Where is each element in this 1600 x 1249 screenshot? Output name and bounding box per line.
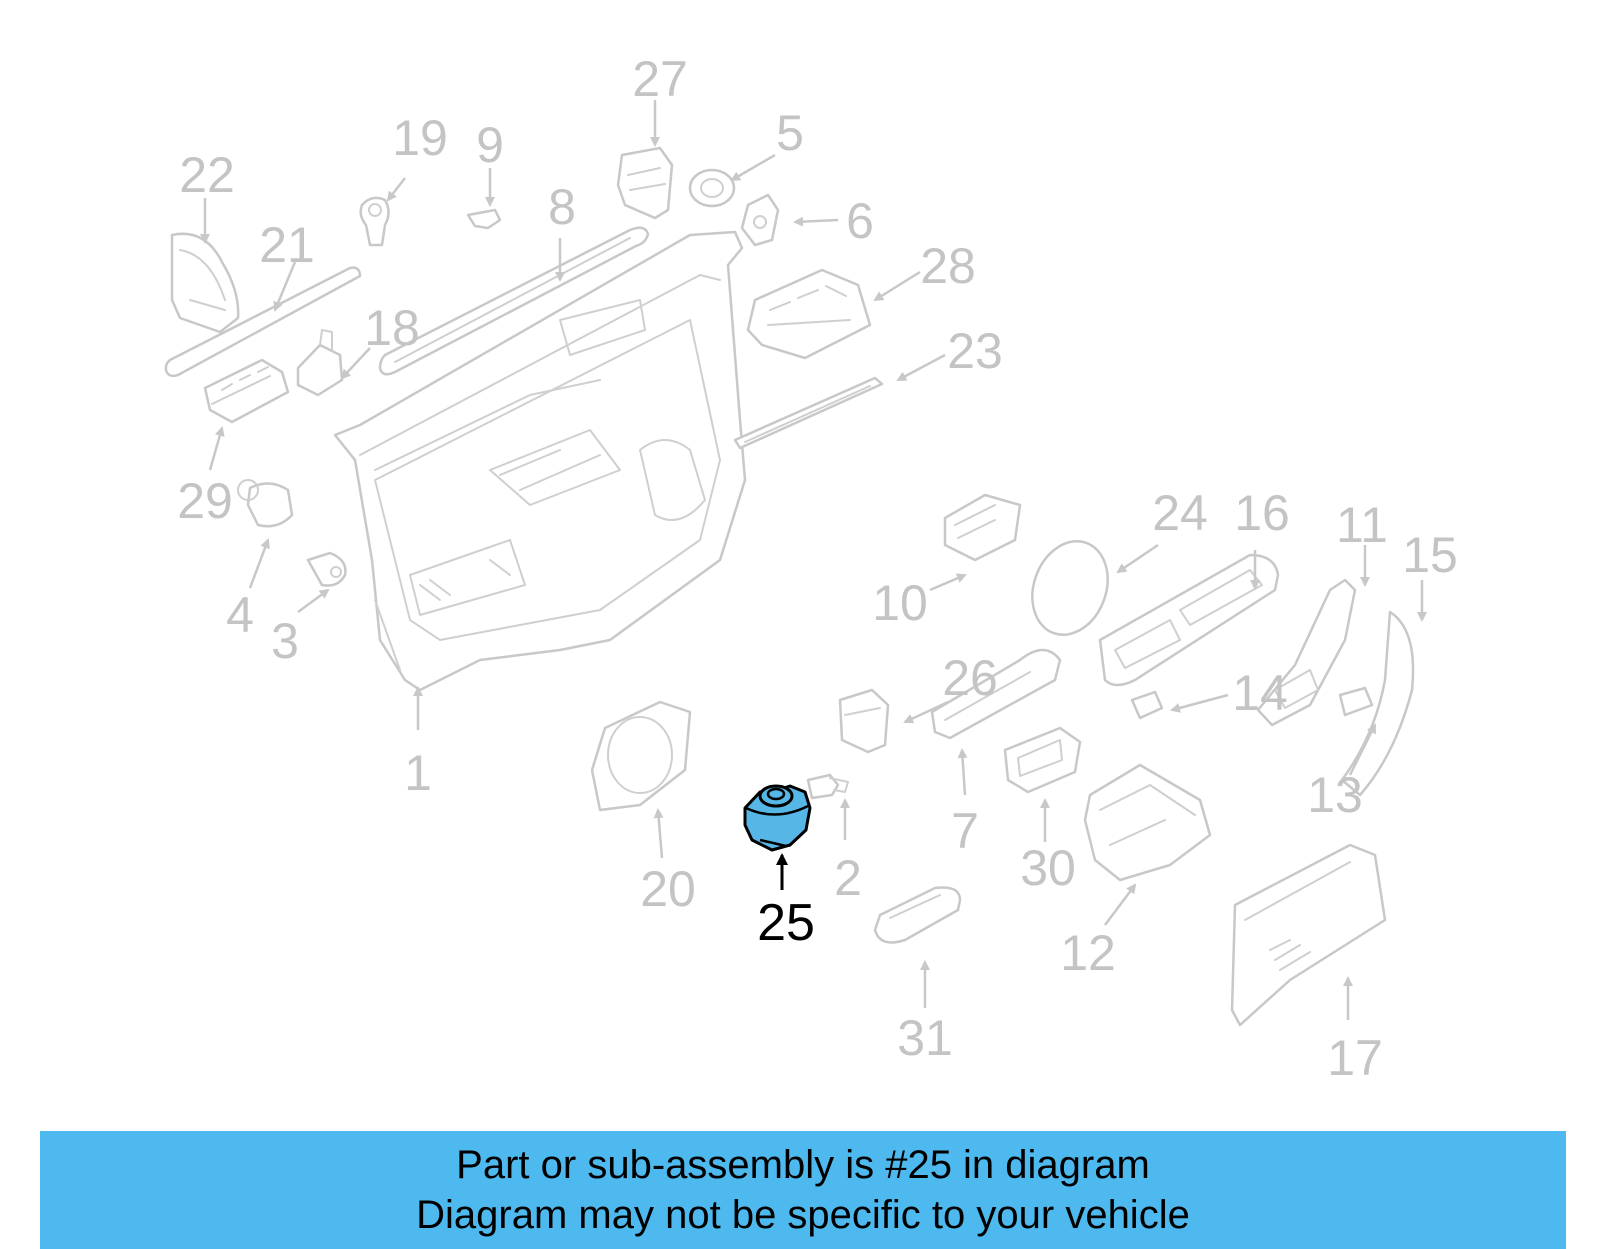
callout-12: 12 — [1060, 883, 1137, 981]
svg-text:7: 7 — [951, 803, 979, 859]
part-1-door-trim-panel — [333, 230, 747, 692]
callout-5: 5 — [730, 105, 804, 182]
part-22-corner-trim — [170, 232, 240, 334]
part-27-switch — [616, 146, 674, 220]
svg-text:4: 4 — [226, 587, 254, 643]
svg-text:10: 10 — [872, 575, 928, 631]
svg-text:9: 9 — [476, 117, 504, 173]
callout-29: 29 — [177, 426, 233, 529]
part-6-clip — [740, 193, 780, 247]
part-10-bracket — [943, 493, 1022, 562]
svg-text:20: 20 — [640, 861, 696, 917]
callout-27: 27 — [632, 51, 688, 147]
part-29-switch-panel — [203, 358, 290, 424]
callout-1: 1 — [404, 686, 432, 801]
part-20-speaker-adapter — [590, 700, 692, 812]
part-26-switch — [838, 688, 890, 754]
callout-28: 28 — [873, 238, 976, 302]
svg-text:28: 28 — [920, 238, 976, 294]
svg-text:5: 5 — [776, 105, 804, 161]
part-19-fastener — [359, 196, 390, 247]
part-24-ring — [1031, 539, 1109, 637]
part-4-bracket — [237, 479, 294, 528]
svg-text:1: 1 — [404, 745, 432, 801]
svg-text:21: 21 — [259, 217, 315, 273]
part-11-handle-trim — [1256, 578, 1357, 727]
callout-15: 15 — [1402, 527, 1458, 622]
svg-text:13: 13 — [1307, 767, 1363, 823]
part-2-screw — [806, 773, 849, 800]
svg-text:19: 19 — [392, 110, 448, 166]
callout-2: 2 — [834, 798, 862, 906]
part-31-handle-bezel — [873, 886, 962, 944]
part-3-push-pin — [306, 551, 347, 587]
callout-14: 14 — [1170, 665, 1288, 721]
svg-text:26: 26 — [942, 650, 998, 706]
callout-26: 26 — [903, 650, 998, 724]
svg-text:27: 27 — [632, 51, 688, 107]
svg-text:12: 12 — [1060, 925, 1116, 981]
callout-25-highlighted: 25 — [757, 853, 815, 952]
callout-13: 13 — [1307, 723, 1377, 823]
part-25-highlighted-switch — [743, 784, 812, 852]
svg-text:17: 17 — [1327, 1030, 1383, 1086]
callout-11: 11 — [1336, 497, 1388, 587]
part-5-knob — [688, 168, 736, 208]
part-30-handle — [1003, 726, 1082, 794]
svg-text:30: 30 — [1020, 840, 1076, 896]
part-8-upper-trim-strip — [378, 226, 650, 376]
part-23-wire-strip — [733, 376, 884, 450]
svg-text:25: 25 — [757, 894, 815, 952]
svg-text:29: 29 — [177, 473, 233, 529]
svg-text:11: 11 — [1336, 497, 1388, 553]
svg-text:14: 14 — [1232, 665, 1288, 721]
callout-17: 17 — [1327, 976, 1383, 1086]
callout-4: 4 — [226, 538, 270, 643]
callout-31: 31 — [897, 960, 953, 1066]
part-7-pull-handle — [930, 648, 1062, 740]
svg-text:18: 18 — [364, 300, 420, 356]
info-banner: Part or sub-assembly is #25 in diagram D… — [40, 1131, 1566, 1249]
part-12-housing — [1083, 763, 1212, 882]
svg-text:2: 2 — [834, 850, 862, 906]
callout-21: 21 — [259, 217, 315, 312]
callout-18: 18 — [340, 300, 420, 380]
callout-30: 30 — [1020, 798, 1076, 896]
svg-text:24: 24 — [1152, 485, 1208, 541]
svg-text:16: 16 — [1234, 485, 1290, 541]
callout-20: 20 — [640, 808, 696, 917]
svg-text:22: 22 — [179, 147, 235, 203]
callout-19: 19 — [386, 110, 448, 202]
svg-text:31: 31 — [897, 1010, 953, 1066]
callout-9: 9 — [476, 117, 504, 207]
part-28-master-switch — [746, 268, 872, 360]
part-9-clip — [466, 208, 502, 230]
svg-text:6: 6 — [846, 193, 874, 249]
svg-text:23: 23 — [947, 323, 1003, 379]
part-13-switch — [1338, 686, 1374, 717]
svg-text:8: 8 — [548, 179, 576, 235]
part-14-clip — [1130, 690, 1164, 720]
callout-16: 16 — [1234, 485, 1290, 590]
callout-3: 3 — [271, 588, 330, 669]
part-17-map-pocket — [1230, 843, 1387, 1027]
callout-6: 6 — [793, 193, 874, 249]
part-18-clip — [296, 329, 344, 397]
exploded-parts-diagram: 1 2 3 4 5 6 7 8 9 10 11 12 — [164, 51, 1458, 1086]
callout-8: 8 — [548, 179, 576, 282]
banner-line-part-number: Part or sub-assembly is #25 in diagram — [456, 1143, 1150, 1187]
part-16-armrest-bezel — [1098, 553, 1280, 687]
callout-23: 23 — [896, 323, 1003, 382]
banner-line-disclaimer: Diagram may not be specific to your vehi… — [416, 1193, 1190, 1237]
callout-24: 24 — [1116, 485, 1208, 574]
svg-text:3: 3 — [271, 613, 299, 669]
callout-10: 10 — [872, 573, 967, 631]
callout-22: 22 — [179, 147, 235, 244]
svg-text:15: 15 — [1402, 527, 1458, 583]
part-21-weatherstrip — [164, 266, 362, 378]
callout-7: 7 — [951, 748, 979, 859]
